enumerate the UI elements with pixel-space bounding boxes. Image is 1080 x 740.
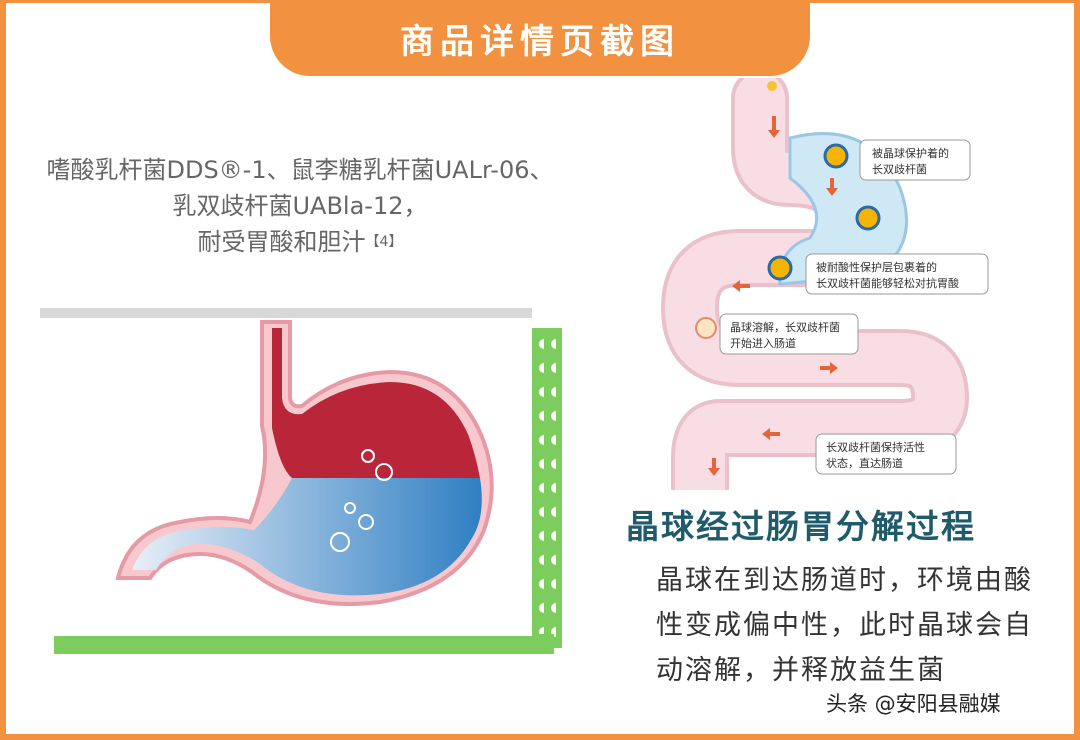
watermark: 头条 @安阳县融媒 — [826, 692, 1001, 716]
caption-line-2: 乳双歧杆菌UABla-12， — [172, 192, 428, 220]
flow-arrows — [708, 116, 838, 476]
stomach-icon — [115, 320, 494, 606]
callout-4-line-1: 长双歧杆菌保持活性 — [826, 440, 925, 454]
callout-4-line-2: 状态，直达肠道 — [826, 456, 903, 470]
capsule-icon — [767, 255, 793, 281]
callout-4: 长双歧杆菌保持活性 状态，直达肠道 — [815, 433, 957, 475]
caption-reference: 【4】 — [365, 234, 403, 250]
callout-1: 被晶球保护着的 长双歧杆菌 — [859, 139, 971, 181]
stomach-illustration-panel — [40, 308, 568, 668]
header-title: 商品详情页截图 — [400, 21, 680, 62]
pill-icon — [767, 81, 777, 91]
stamp-edge-bottom — [54, 634, 554, 654]
stamp-edge-right — [528, 328, 562, 648]
caption-line-1: 嗜酸乳杆菌DDS®-1、鼠李糖乳杆菌UALr-06、 — [46, 156, 554, 184]
stomach-illustration — [40, 308, 562, 654]
callout-2-line-1: 被耐酸性保护层包裹着的 — [816, 260, 937, 274]
digestion-diagram: 被晶球保护着的 长双歧杆菌 被耐酸性保护层包裹着的 长双歧杆菌能够轻松对抗胃酸 … — [660, 69, 990, 517]
callout-1-line-2: 长双歧杆菌 — [872, 162, 927, 176]
callout-3-line-1: 晶球溶解，长双歧杆菌 — [730, 320, 840, 334]
callout-3-line-2: 开始进入肠道 — [730, 336, 796, 350]
capsule-icon — [823, 143, 849, 169]
process-title: 晶球经过肠胃分解过程 — [626, 507, 976, 546]
callout-3: 晶球溶解，长双歧杆菌 开始进入肠道 — [719, 313, 859, 355]
process-description: 晶球在到达肠道时，环境由酸性变成偏中性，此时晶球会自动溶解，并释放益生菌 — [656, 565, 1033, 686]
dissolving-capsule-icon — [695, 317, 717, 339]
callout-2: 被耐酸性保护层包裹着的 长双歧杆菌能够轻松对抗胃酸 — [805, 253, 989, 295]
caption-line-3-wrap: 耐受胃酸和胆汁【4】 — [0, 224, 600, 260]
callout-2-line-2: 长双歧杆菌能够轻松对抗胃酸 — [816, 276, 959, 290]
capsule-icon — [855, 205, 881, 231]
left-caption: 嗜酸乳杆菌DDS®-1、鼠李糖乳杆菌UALr-06、 乳双歧杆菌UABla-12… — [0, 152, 600, 260]
callout-1-line-1: 被晶球保护着的 — [872, 146, 949, 160]
header-banner: 商品详情页截图 — [270, 0, 810, 76]
caption-line-3: 耐受胃酸和胆汁 — [197, 228, 366, 256]
digestion-diagram-svg: 被晶球保护着的 长双歧杆菌 被耐酸性保护层包裹着的 长双歧杆菌能够轻松对抗胃酸 … — [660, 69, 989, 517]
panel-top-edge — [40, 308, 532, 318]
